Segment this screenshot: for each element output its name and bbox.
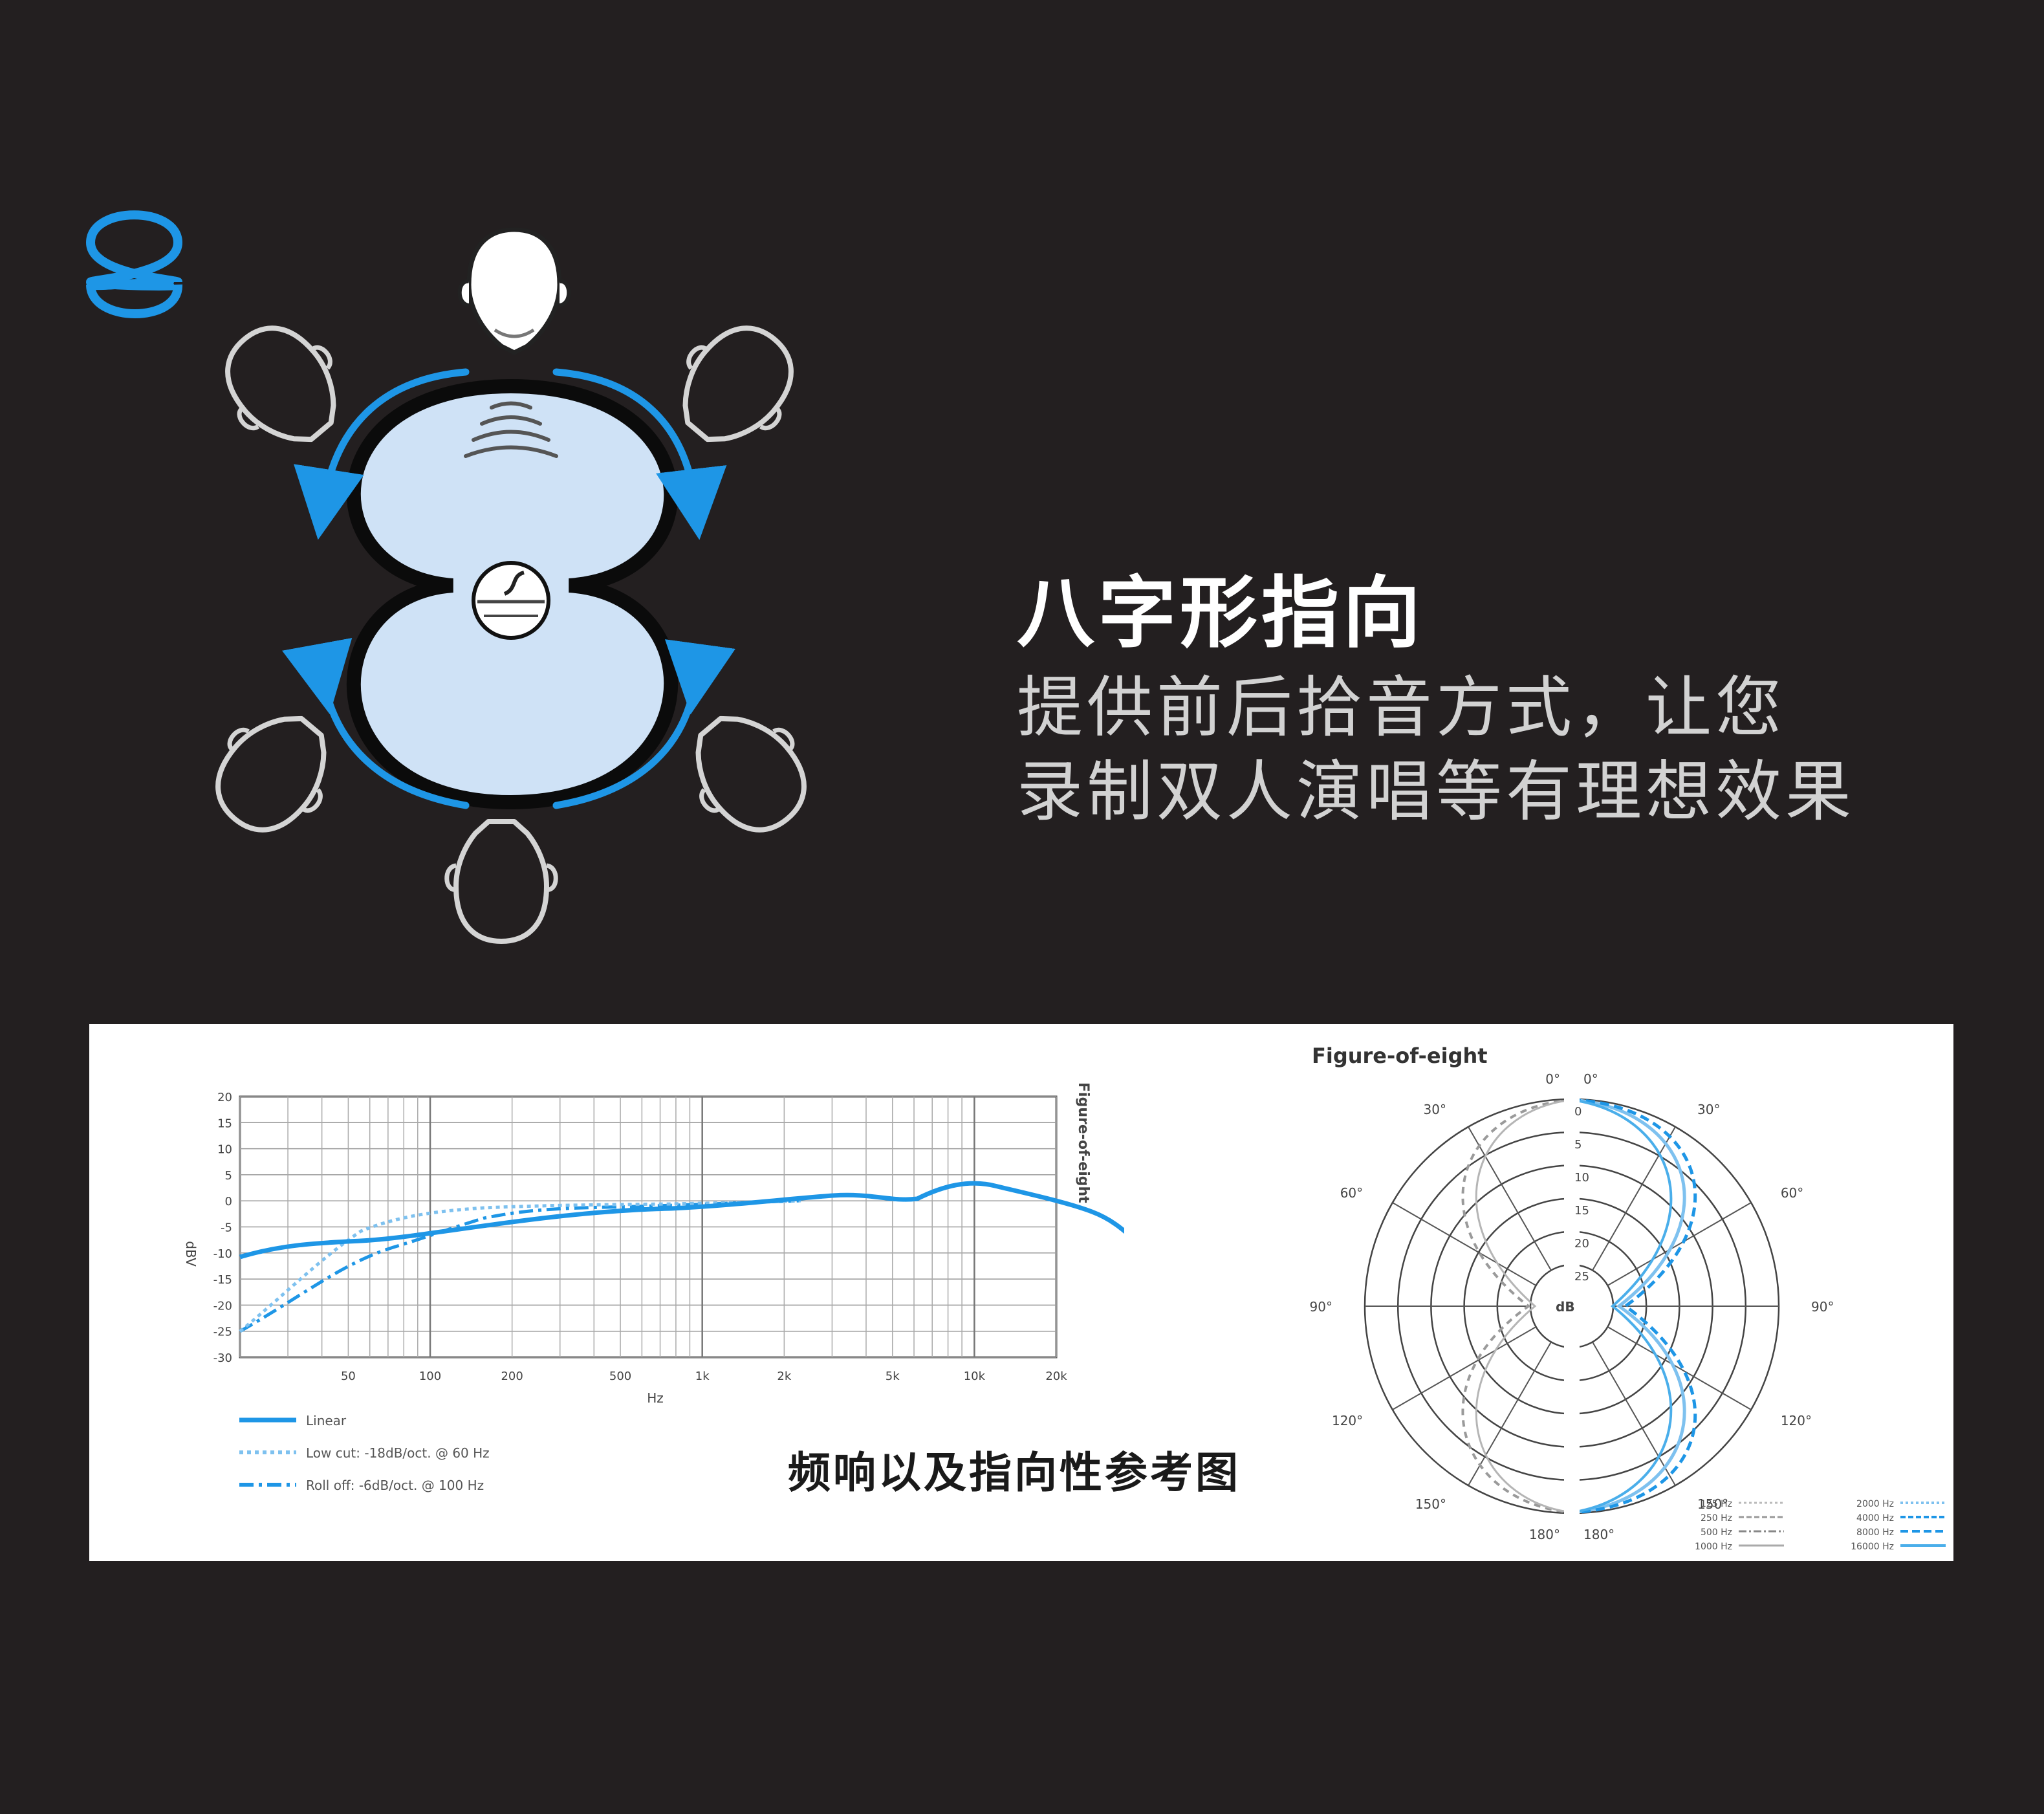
angle-label-left: 150° [1415,1496,1446,1512]
listener-head-icon [669,692,829,854]
angle-label-left: 30° [1424,1102,1446,1117]
x-tick-label: 5k [886,1370,900,1383]
y-tick-label: -10 [213,1247,232,1261]
chart-side-label: Figure-of-eight [1075,1082,1091,1203]
x-tick-label: 2k [777,1370,791,1383]
response-curves [239,1181,1124,1333]
x-tick-label: 500 [609,1370,631,1383]
polar-pattern-chart: 0° 30° 60° 90° 120° 150° 180° 0° 30° 60° 90° 120° 15… [1310,1071,1946,1552]
polar-chart-title: Figure-of-eight [1312,1044,1488,1068]
x-tick-label: 1k [695,1370,710,1383]
x-tick-label: 200 [501,1370,523,1383]
y-tick-label: 20 [217,1091,232,1104]
polar-legend-right-label: 2000 Hz [1856,1499,1894,1509]
y-tick-label: 10 [217,1143,232,1157]
x-tick-label: 50 [341,1370,356,1383]
curve-low-cut [239,1199,801,1333]
polar-legend: 125 Hz 250 Hz 500 Hz 1000 Hz 2000 Hz 4000 Hz 8… [1695,1499,1946,1552]
y-axis-ticks: 20 15 10 5 0 -5 -10 -15 -20 -25 -30 [213,1091,232,1365]
panel-caption: 频响以及指向性参考图 [788,1448,1241,1498]
x-tick-label: 100 [419,1370,441,1383]
rotation-arrow-icon [282,368,735,809]
y-tick-label: -30 [213,1351,232,1365]
listener-head-icon [457,227,571,355]
angle-label-right: 0° [1583,1071,1598,1087]
angle-label-left: 120° [1332,1413,1363,1428]
description-line: 提供前后拾音方式，让您 [1017,670,1785,747]
chart-grid [239,1095,1058,1359]
listener-head-icon [193,692,353,854]
db-tick-label: 15 [1574,1204,1589,1218]
feature-description: 提供前后拾音方式，让您 录制双人演唱等有理想效果 [1017,666,1855,835]
curve-linear [239,1181,1124,1260]
angle-label-right: 180° [1583,1527,1615,1542]
polar-legend-left-label: 250 Hz [1701,1513,1732,1524]
legend-roll-off: Roll off: -6dB/oct. @ 100 Hz [306,1478,484,1493]
y-tick-label: 0 [225,1195,232,1208]
polar-legend-right-label: 4000 Hz [1856,1513,1894,1524]
x-tick-label: 20k [1045,1370,1067,1383]
feature-title: 八字形指向 [1017,569,1424,659]
angle-label-right: 30° [1697,1102,1720,1117]
angle-label-right: 150° [1697,1496,1728,1512]
sound-wave-icon [464,401,558,458]
y-tick-label: -25 [213,1326,232,1339]
microphone-capsule-icon [472,561,550,640]
db-tick-label: 0 [1574,1105,1582,1119]
angle-label-left: 60° [1340,1185,1363,1201]
polar-legend-right-label: 16000 Hz [1851,1542,1894,1552]
y-tick-label: 15 [217,1117,232,1130]
y-tick-label: 5 [225,1169,232,1183]
legend-linear: Linear [306,1413,347,1428]
x-tick-label: 10k [964,1370,986,1383]
legend-low-cut: Low cut: -18dB/oct. @ 60 Hz [306,1445,490,1461]
angle-label-left: 180° [1529,1527,1560,1542]
polar-lobes [1461,1098,1697,1514]
x-axis-ticks: 50 100 200 500 1k 2k 5k 10k 20k [341,1370,1067,1383]
description-line: 录制双人演唱等有理想效果 [1017,754,1855,831]
frequency-legend: Linear Low cut: -18dB/oct. @ 60 Hz Roll … [239,1413,490,1493]
figure-eight-diagram [85,210,2044,1009]
db-tick-label: 25 [1574,1270,1589,1284]
angle-label-right: 120° [1781,1413,1812,1428]
x-axis-label: Hz [647,1390,664,1406]
y-tick-label: -20 [213,1299,232,1313]
angle-label-right: 60° [1781,1185,1803,1201]
listener-head-icon [447,822,556,941]
db-tick-label: 5 [1574,1138,1582,1152]
polar-legend-left-label: 1000 Hz [1695,1542,1732,1552]
db-tick-label: 20 [1574,1237,1589,1251]
db-tick-label: 10 [1574,1171,1589,1185]
y-axis-label: dBV [183,1241,199,1267]
y-tick-label: -5 [221,1221,232,1235]
listener-head-icon [202,304,363,466]
figure-eight-icon [85,210,183,318]
polar-legend-left-label: 125 Hz [1701,1499,1732,1509]
angle-label-right: 90° [1811,1299,1834,1315]
db-label: dB [1556,1299,1575,1315]
polar-legend-right-label: 8000 Hz [1856,1527,1894,1538]
polar-legend-left-label: 500 Hz [1701,1527,1732,1538]
angle-label-left: 90° [1310,1299,1332,1315]
angle-label-left: 0° [1545,1071,1560,1087]
polar-labels: 0° 30° 60° 90° 120° 150° 180° 0° 30° 60° 90° 120° 15… [1310,1071,1834,1542]
y-tick-label: -15 [213,1273,232,1287]
